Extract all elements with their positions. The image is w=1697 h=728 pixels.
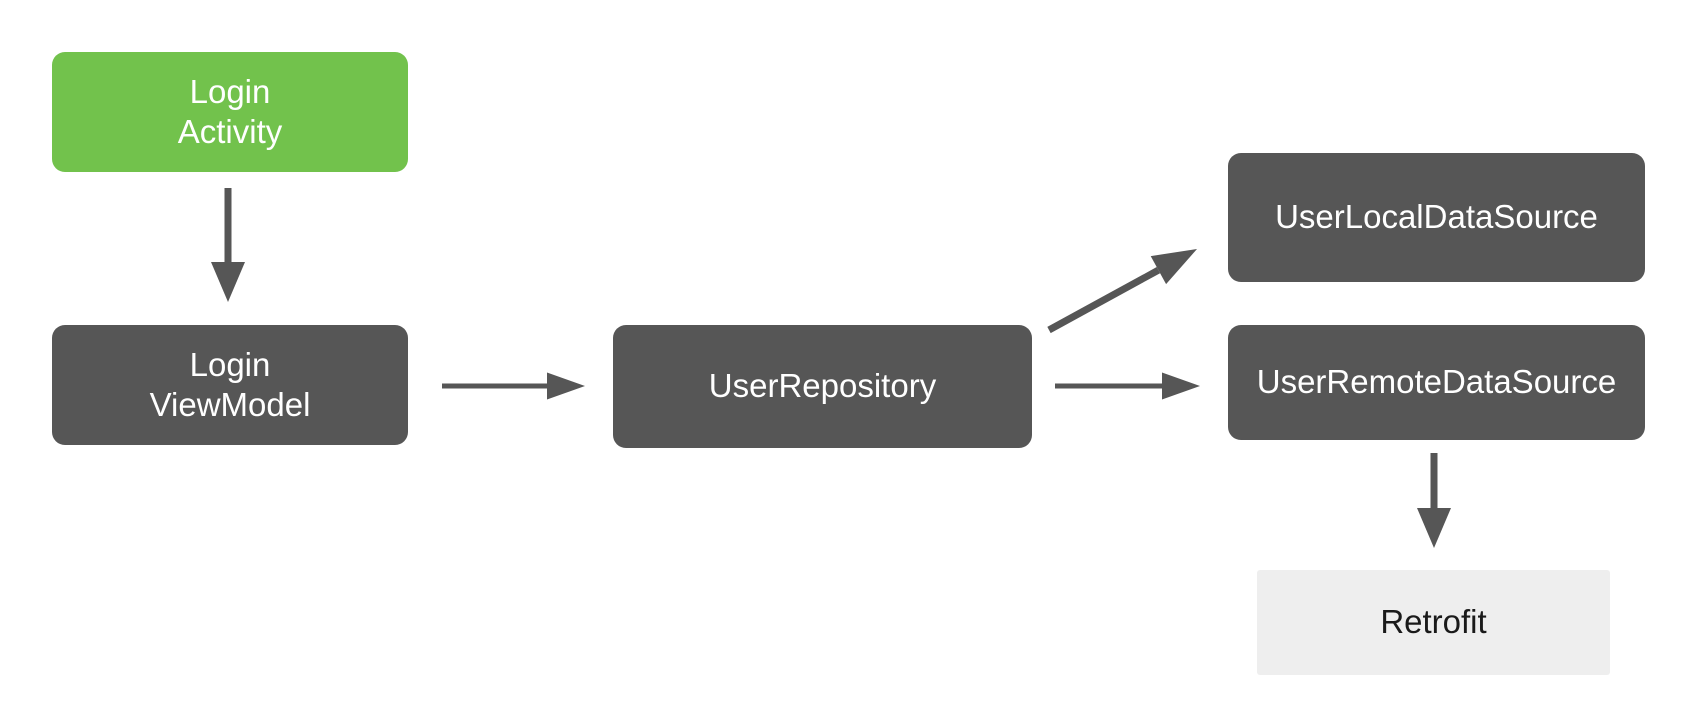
edge-arrowhead xyxy=(1150,249,1197,285)
node-user-local-data-source[interactable]: UserLocalDataSource xyxy=(1228,153,1645,282)
node-label: UserRemoteDataSource xyxy=(1256,363,1617,401)
node-login-viewmodel[interactable]: Login ViewModel xyxy=(52,325,408,445)
edge-arrowhead xyxy=(211,262,245,302)
edge-arrowhead xyxy=(1417,508,1451,548)
edge-repository-to-remote-data-source xyxy=(1055,372,1200,400)
node-login-activity[interactable]: Login Activity xyxy=(52,52,408,172)
node-user-remote-data-source[interactable]: UserRemoteDataSource xyxy=(1228,325,1645,440)
edge-activity-to-viewmodel xyxy=(211,188,245,302)
node-retrofit[interactable]: Retrofit xyxy=(1257,570,1610,675)
node-label: Retrofit xyxy=(1380,603,1487,641)
edge-arrowhead xyxy=(547,372,585,400)
edge-shaft xyxy=(1047,267,1161,334)
edge-arrowhead xyxy=(1162,372,1200,400)
node-label: UserLocalDataSource xyxy=(1275,198,1598,236)
node-label: UserRepository xyxy=(708,367,937,405)
edge-remote-data-source-to-retrofit xyxy=(1417,453,1451,548)
node-user-repository[interactable]: UserRepository xyxy=(613,325,1032,448)
node-label: Login Activity xyxy=(177,72,283,150)
edge-viewmodel-to-repository xyxy=(442,372,585,400)
node-label: Login ViewModel xyxy=(149,345,311,423)
edge-repository-to-local-data-source xyxy=(1047,249,1197,334)
